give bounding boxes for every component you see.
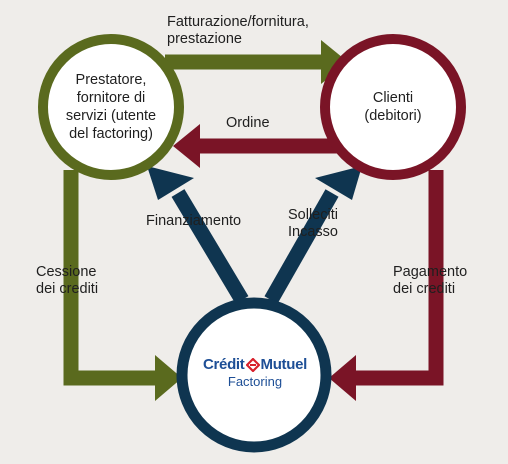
clienti-label: Clienti (debitori) <box>364 90 422 124</box>
fatturazione-arrowhead <box>321 40 348 84</box>
brand-sub-text: Factoring <box>227 374 283 389</box>
finanziamento-arrow <box>171 189 249 304</box>
finanziamento-label: Finanziamento <box>146 213 242 229</box>
cessione-arrow <box>63 170 160 386</box>
finanziamento-arrowhead <box>147 166 194 200</box>
credit-mutuel-mark-icon <box>245 357 260 372</box>
fatturazione-label: Fatturazione/fornitura, prestazione <box>167 14 309 47</box>
pagamento-arrow <box>350 170 444 386</box>
brand-right-text: Mutuel <box>260 356 308 373</box>
prestatore-label: Prestatore, fornitore di servizi (utente… <box>65 72 157 142</box>
pagamento-arrowhead <box>329 355 356 401</box>
cessione-label: Cessione dei crediti <box>36 264 99 297</box>
factor-node <box>176 297 332 453</box>
prestatore-node <box>38 34 184 180</box>
cessione-arrowhead <box>155 355 182 401</box>
ordine-label: Ordine <box>226 115 270 131</box>
pagamento-label: Pagamento dei crediti <box>393 264 468 297</box>
credit-mutuel-logo: Crédit Mutuel Factoring <box>190 356 320 389</box>
clienti-node <box>320 34 466 180</box>
ordine-arrowhead <box>173 124 200 168</box>
solleciti-label: Solleciti Incasso <box>288 207 338 240</box>
solleciti-arrow <box>264 189 339 304</box>
solleciti-arrowhead <box>315 166 362 200</box>
brand-left-text: Crédit <box>202 356 245 373</box>
